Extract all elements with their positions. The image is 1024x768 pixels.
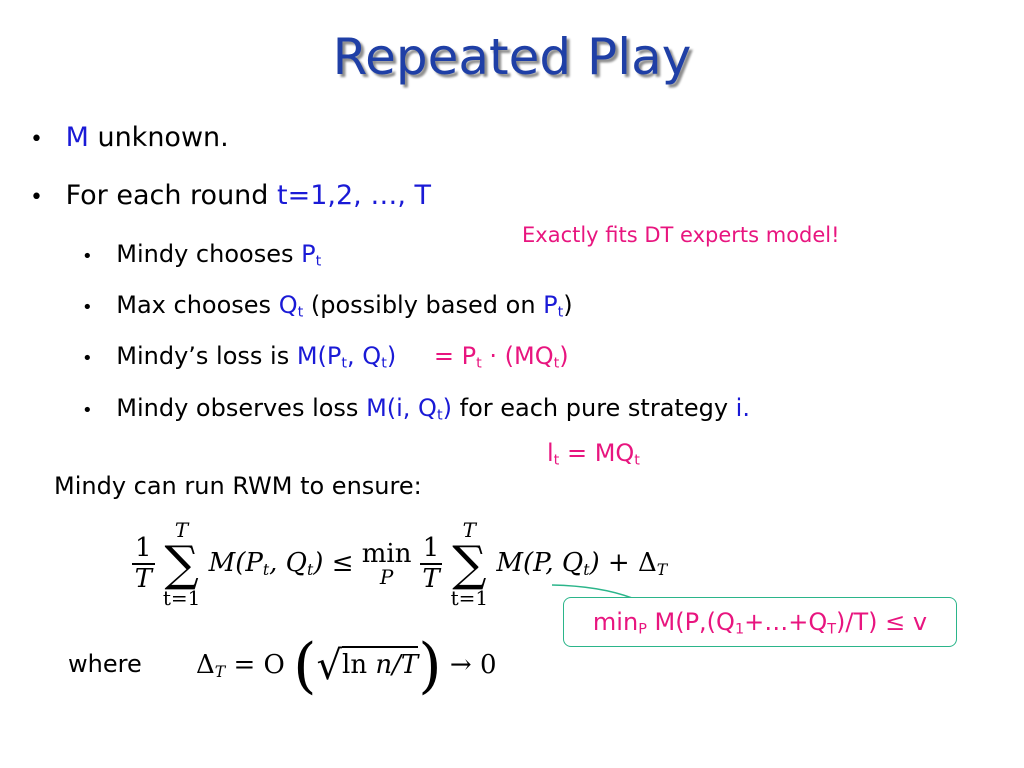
bullet-text: Mindy chooses [116, 240, 302, 268]
where-label: where [68, 650, 142, 678]
loss-expr: , Q [347, 342, 382, 370]
limit-arrow: → 0 [449, 650, 497, 680]
right-paren-icon: ) [418, 631, 442, 701]
annotation-dt-experts: Exactly fits DT experts model! [522, 223, 840, 247]
loss-expr: ) [386, 342, 397, 370]
subscript: t [436, 407, 443, 424]
subscript: t [315, 253, 322, 270]
subscript: t [634, 452, 640, 469]
bullet-m-unknown: • M unknown. [30, 122, 229, 153]
delta-term: + Δ [607, 548, 657, 578]
slide-title: Repeated Play [332, 28, 692, 86]
bullet-text: (possibly based on [303, 291, 544, 319]
subscript: t [583, 560, 590, 579]
subscript: 1 [734, 621, 745, 638]
var-p: P [543, 291, 558, 319]
var-i: i [735, 394, 743, 422]
bullet-text: ) [563, 291, 573, 319]
subscript: t [297, 304, 304, 321]
var-l: l [547, 439, 554, 467]
bullet-text: Mindy’s loss is [116, 342, 297, 370]
sub-bullet-max-chooses: • Max chooses Qt (possibly based on Pt) [82, 291, 573, 321]
loss-vector-eq: lt = MQt [547, 439, 640, 469]
subscript: t [557, 304, 564, 321]
bullet-text: for each pure strategy [451, 394, 736, 422]
delta-formula: ΔT = O (√ln n/T) → 0 [196, 630, 497, 701]
loss-eq: · (MQ [481, 342, 554, 370]
ln-op: ln [342, 650, 368, 680]
bullet-each-round: • For each round t=1,2, …, T [30, 180, 431, 211]
formula-term: , Q [269, 548, 308, 578]
subscript: t [476, 355, 482, 372]
loss-eq: ) [559, 342, 569, 370]
bullet-dot: • [30, 185, 43, 210]
var-m: M [65, 122, 89, 153]
sigma-icon: ∑ [164, 536, 199, 592]
callout-box: minP M(P,(Q1+…+QT)/T) ≤ v [563, 597, 957, 647]
box-text: M(P,(Q [646, 608, 735, 636]
bullet-text: Mindy observes loss [116, 394, 367, 422]
frac-num: 1 [132, 534, 155, 565]
formula-term: ) [313, 548, 324, 578]
sub-bullet-mindy-loss: • Mindy’s loss is M(Pt, Qt) = Pt · (MQt) [82, 342, 569, 372]
bullet-dot: • [82, 297, 93, 318]
bullet-dot: • [82, 400, 93, 421]
formula-term: M(P, Q [496, 548, 584, 578]
bullet-text: For each round [65, 180, 278, 211]
subscript: T [827, 621, 836, 638]
le-symbol: ≤ [885, 608, 906, 636]
subscript: t [341, 355, 348, 372]
box-text: v [905, 608, 928, 636]
sigma-icon: ∑ [452, 536, 487, 592]
subscript: T [214, 662, 226, 681]
sum-upper: T [462, 518, 477, 542]
sub-bullet-mindy-observes: • Mindy observes loss M(i, Qt) for each … [82, 394, 750, 424]
subscript: t [381, 355, 387, 372]
frac-num: 1 [419, 534, 443, 565]
delta-symbol: Δ [196, 650, 215, 680]
var-p: P [301, 240, 316, 268]
subscript: t [553, 452, 560, 469]
var-q: Q [278, 291, 298, 319]
left-paren-icon: ( [293, 631, 317, 701]
sqrt-icon: √ [316, 643, 343, 689]
bullet-dot: • [82, 348, 93, 369]
min-sub: P [379, 565, 394, 589]
min-op: min [361, 539, 412, 569]
subscript: t [553, 355, 560, 372]
subscript: t [307, 560, 314, 579]
rwm-line: Mindy can run RWM to ensure: [54, 472, 422, 500]
subscript: P [638, 621, 647, 638]
ln-arg: n/T [367, 650, 419, 680]
frac-den: T [134, 564, 152, 594]
sum-lower: t=1 [450, 586, 489, 610]
bullet-text: Max chooses [116, 291, 279, 319]
loss-expr: M(P [296, 342, 342, 370]
eq-text: = O [225, 650, 285, 680]
sum-lower: t=1 [162, 586, 201, 610]
sum-upper: T [174, 518, 189, 542]
eq-text: = MQ [559, 439, 635, 467]
bullet-text: unknown. [88, 122, 229, 153]
round-range: t=1,2, …, T [277, 180, 432, 211]
subscript: t [262, 560, 270, 579]
sub-bullet-mindy-chooses: • Mindy chooses Pt [82, 240, 322, 270]
formula-term: ) [589, 548, 600, 578]
bullet-dot: • [30, 127, 43, 152]
formula-term: M(P [208, 548, 263, 578]
le-symbol: ≤ [331, 548, 354, 578]
subscript: T [656, 560, 668, 579]
bullet-text: . [742, 394, 750, 422]
bullet-dot: • [82, 246, 93, 267]
loss-eq: = P [433, 342, 477, 370]
box-text: )/T) [836, 608, 886, 636]
box-text: +…+Q [744, 608, 828, 636]
frac-den: T [422, 564, 440, 594]
observe-expr: M(i, Q [366, 394, 437, 422]
box-text: min [592, 608, 639, 636]
observe-expr: ) [442, 394, 452, 422]
